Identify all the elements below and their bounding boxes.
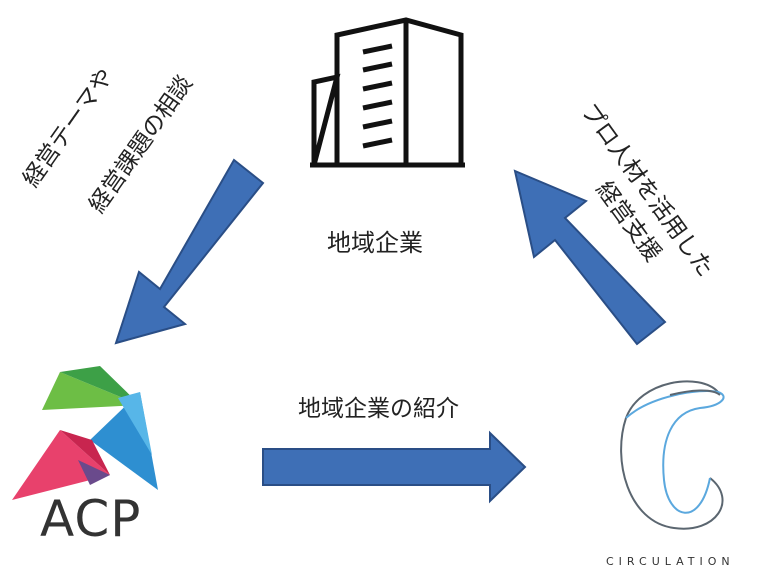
center-node-label: 地域企業	[327, 229, 423, 257]
arrow-center-to-left	[114, 158, 265, 345]
arrow-left-to-right	[262, 430, 527, 504]
office-building-icon	[310, 17, 465, 168]
circulation-logo	[620, 380, 725, 530]
arrow-right-to-center	[513, 169, 667, 346]
circulation-logo-text: CIRCULATION	[606, 555, 735, 568]
edge-label-left-to-right: 地域企業の紹介	[298, 396, 459, 422]
acp-logo	[12, 366, 158, 500]
acp-logo-text: ACP	[40, 490, 142, 548]
